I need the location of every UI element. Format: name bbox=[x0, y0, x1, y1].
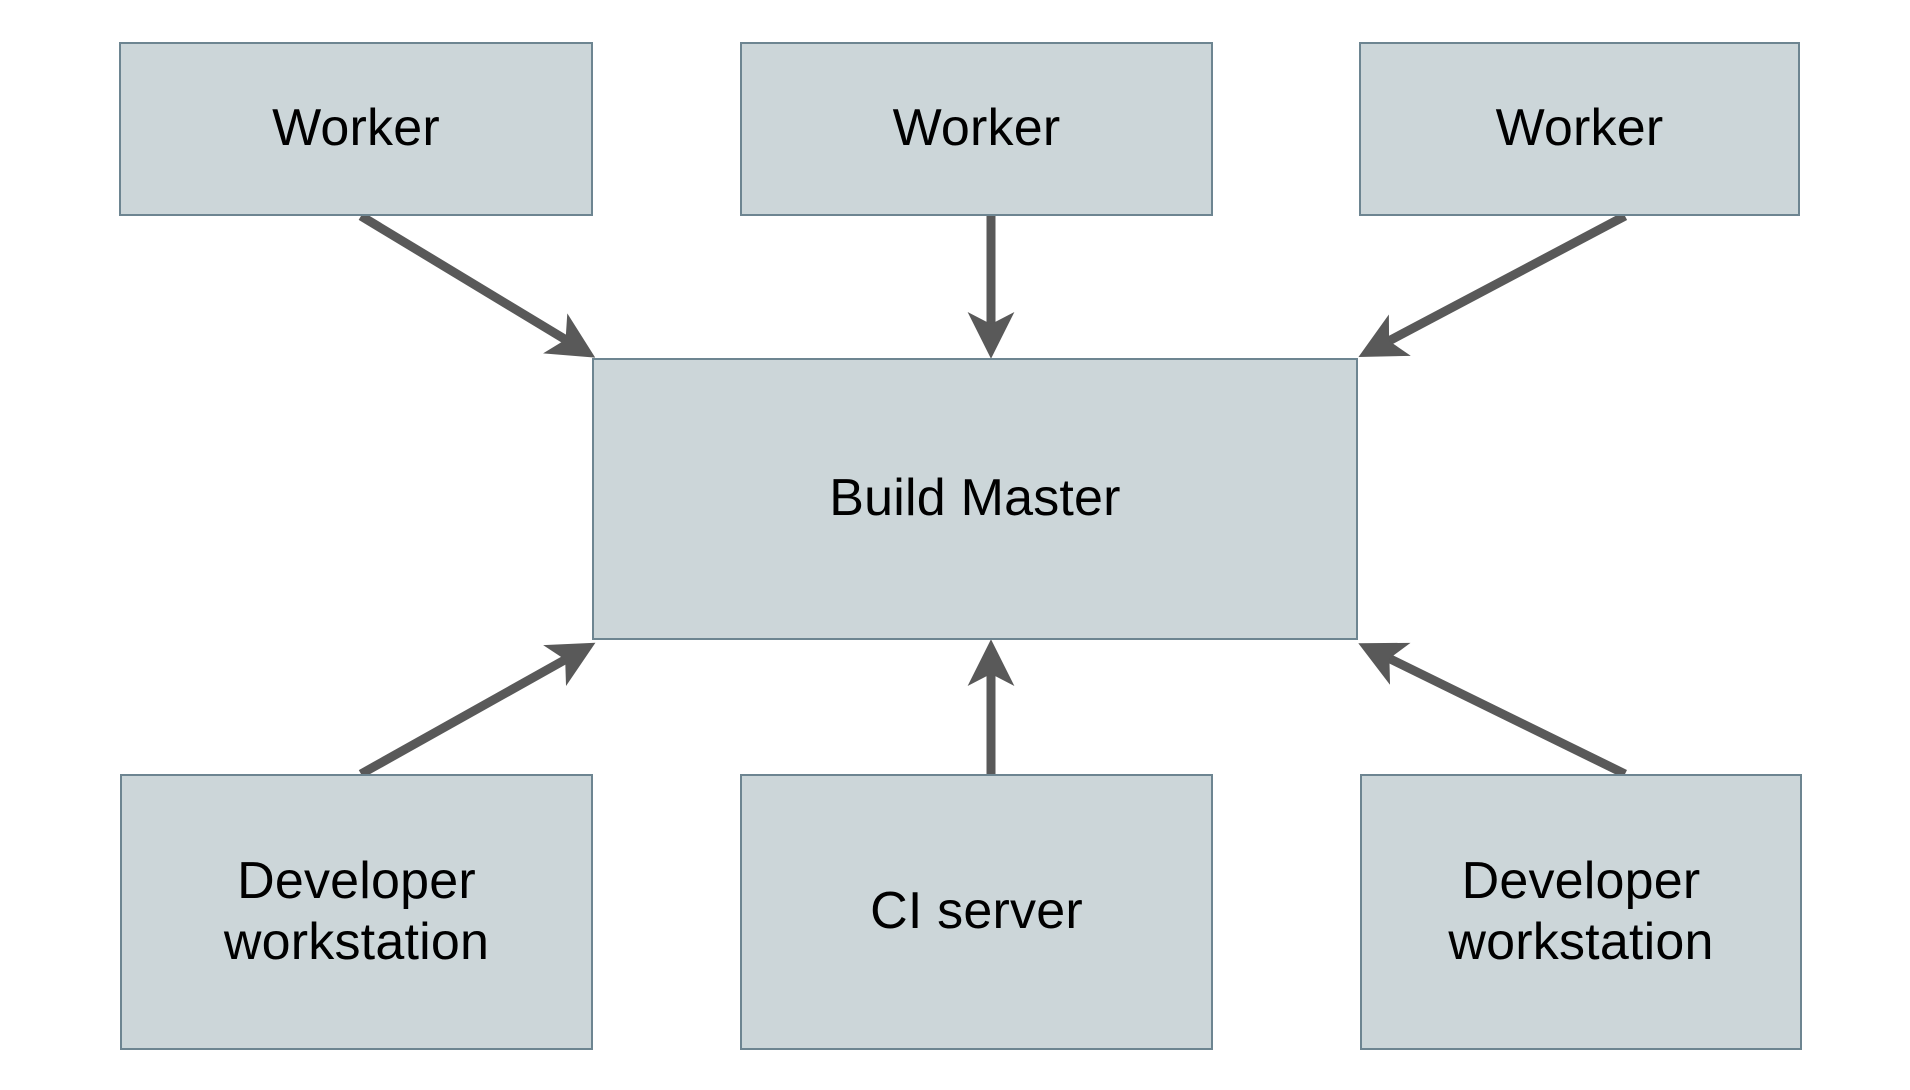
node-build-master-label: Build Master bbox=[829, 469, 1121, 528]
edge-dev-workstation-right-to-build-master bbox=[1358, 642, 1627, 779]
node-ci-server-label: CI server bbox=[870, 882, 1083, 941]
node-worker-1[interactable]: Worker bbox=[119, 42, 593, 216]
node-developer-workstation-left-label: Developer workstation bbox=[223, 851, 490, 971]
node-ci-server[interactable]: CI server bbox=[740, 774, 1213, 1050]
edge-worker-3-to-build-master bbox=[1358, 212, 1628, 358]
node-build-master[interactable]: Build Master bbox=[592, 358, 1358, 640]
edge-dev-workstation-left-to-build-master bbox=[358, 642, 596, 778]
node-worker-2[interactable]: Worker bbox=[740, 42, 1213, 216]
node-worker-3[interactable]: Worker bbox=[1359, 42, 1800, 216]
node-developer-workstation-right[interactable]: Developer workstation bbox=[1360, 774, 1802, 1050]
node-worker-1-label: Worker bbox=[272, 99, 440, 158]
node-developer-workstation-left[interactable]: Developer workstation bbox=[120, 774, 593, 1050]
node-developer-workstation-right-label: Developer workstation bbox=[1448, 851, 1714, 971]
edge-worker-1-to-build-master bbox=[358, 212, 596, 358]
node-worker-2-label: Worker bbox=[892, 99, 1061, 158]
node-worker-3-label: Worker bbox=[1495, 99, 1664, 158]
